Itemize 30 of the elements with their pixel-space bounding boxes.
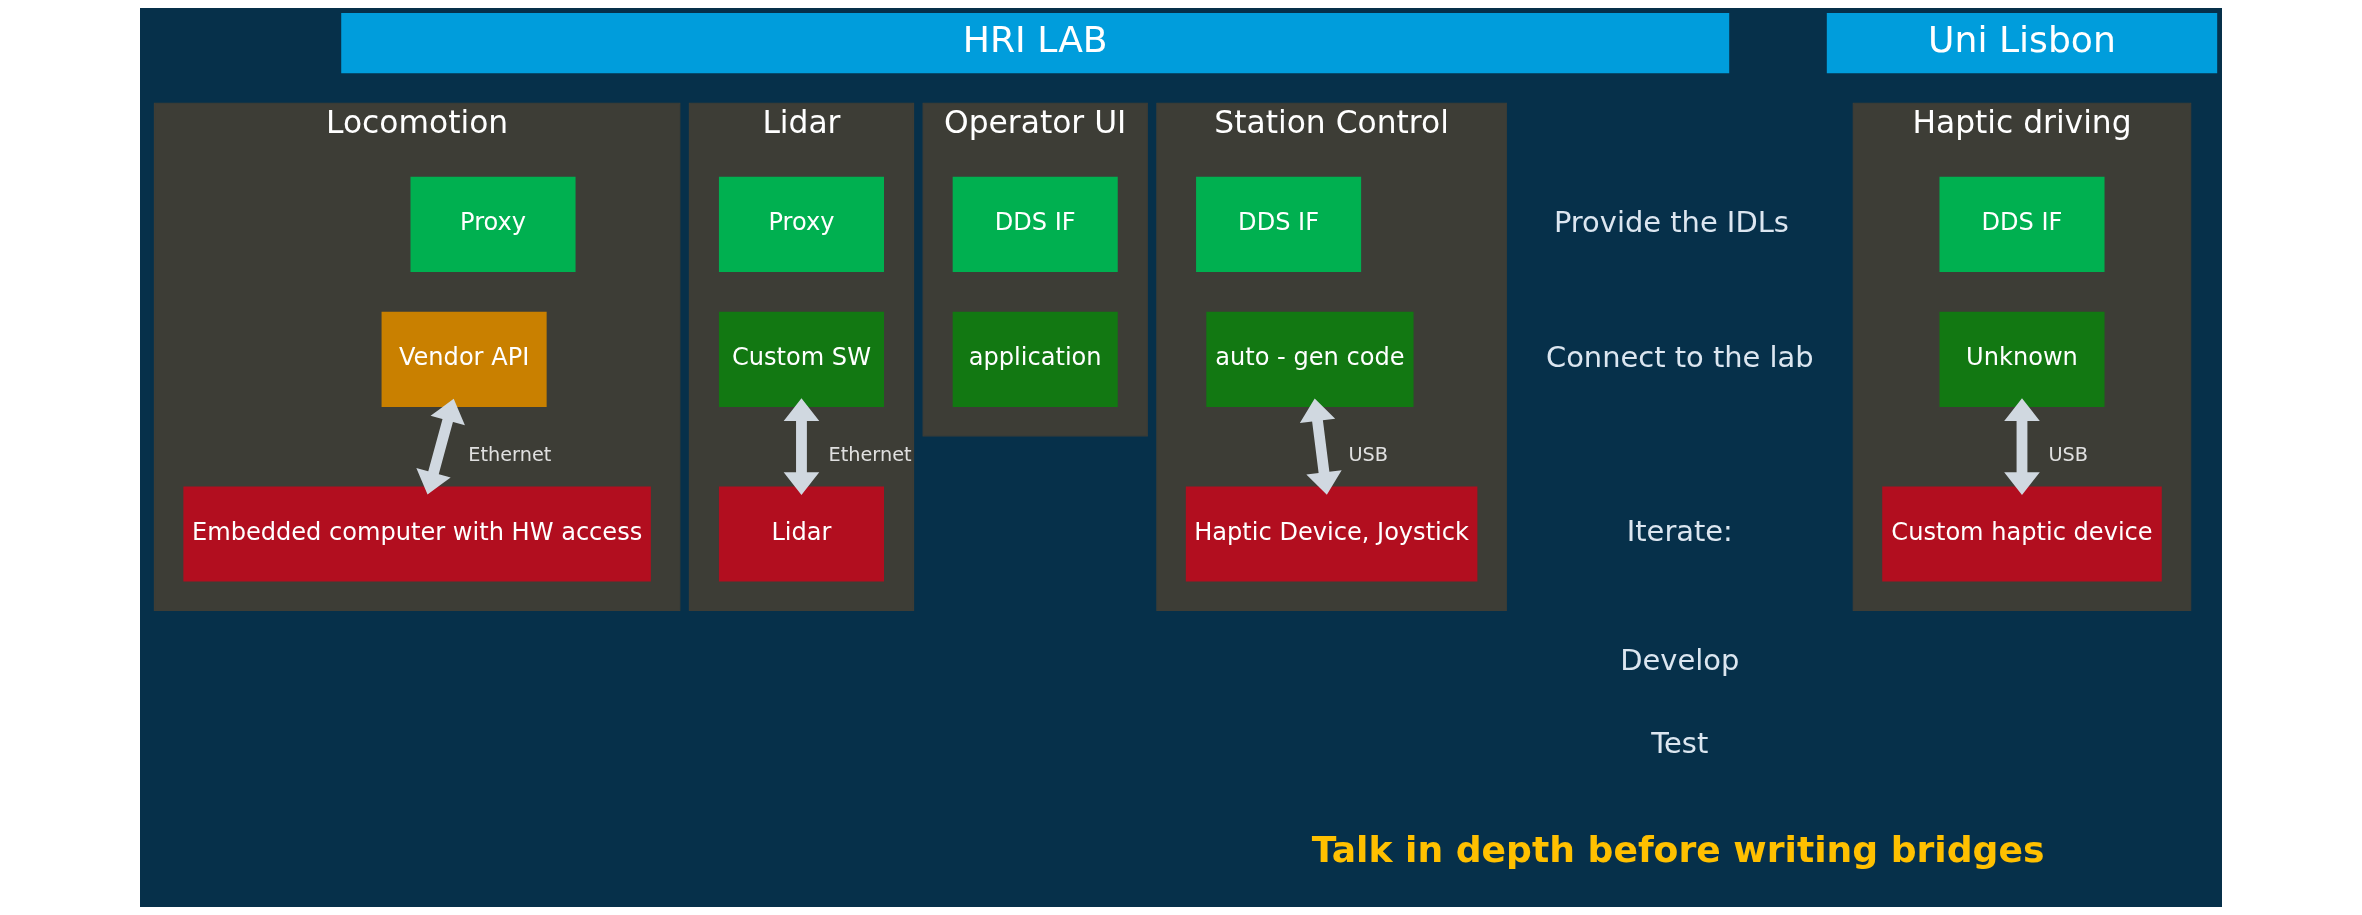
node-box: DDS IF <box>1939 176 2105 272</box>
label: Connect to the lab <box>1545 339 1814 374</box>
node-box: Proxy <box>410 176 576 272</box>
node-box: Lidar <box>718 486 884 582</box>
arrow <box>2004 398 2040 495</box>
arrow <box>783 398 820 495</box>
node-box: DDS IF <box>1196 176 1362 272</box>
node-box: HRI LAB <box>341 12 1730 74</box>
node-box: Vendor API <box>381 311 547 407</box>
arrow <box>416 398 465 495</box>
node-box: Custom haptic device <box>1882 486 2162 582</box>
label: Provide the IDLs <box>1553 204 1789 239</box>
node-box: Custom SW <box>718 311 884 407</box>
edge-label: USB <box>2048 442 2089 466</box>
node-box: Haptic Device, Joystick <box>1185 486 1478 582</box>
node-box: Unknown <box>1939 311 2105 407</box>
edge-label: Ethernet <box>828 442 912 466</box>
node-box: DDS IF <box>952 176 1118 272</box>
edge-label: USB <box>1348 442 1389 466</box>
node-box: Proxy <box>718 176 884 272</box>
label: Develop <box>1620 642 1740 677</box>
node-box: auto - gen code <box>1206 311 1414 407</box>
label: Iterate: <box>1626 514 1733 549</box>
node-box: Uni Lisbon <box>1826 12 2218 74</box>
arrow <box>1299 398 1342 495</box>
edge-label: Ethernet <box>468 442 552 466</box>
node-box: Embedded computer with HW access <box>183 486 651 582</box>
label: Test <box>1651 725 1709 760</box>
node-box: application <box>952 311 1118 407</box>
label: Talk in depth before writing bridges <box>1311 828 2045 872</box>
